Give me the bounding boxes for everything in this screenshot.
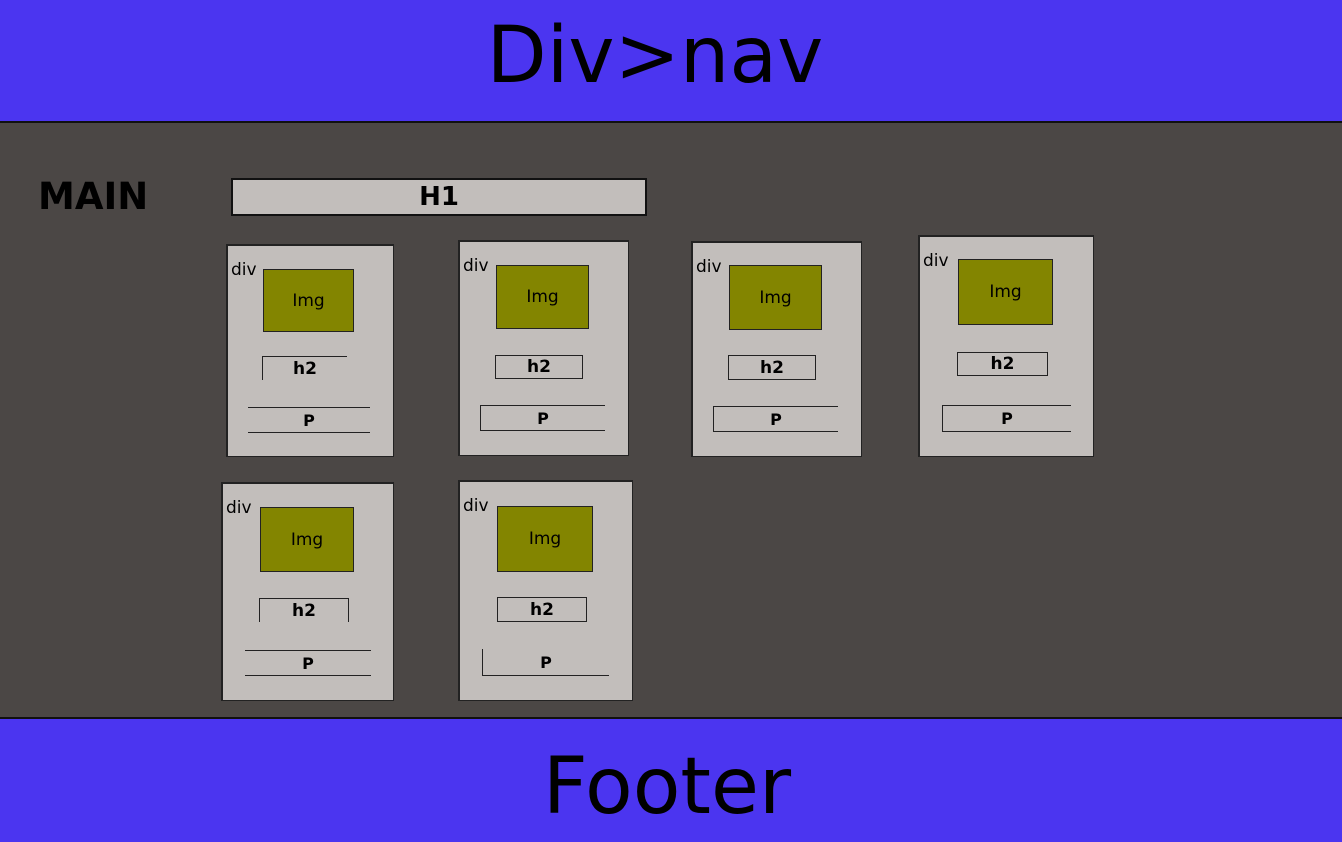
h2-box: h2 [262,356,347,380]
card: div Img h2 P [691,241,862,457]
main-label: MAIN [38,175,149,218]
card: div Img h2 P [458,240,629,456]
card-label: div [463,496,489,516]
h2-box: h2 [957,352,1048,376]
card: div Img h2 P [226,244,394,457]
img-box: Img [260,507,354,572]
main-area: MAIN H1 div Img h2 P div Img h2 P div Im… [0,123,1342,717]
h2-box: h2 [495,355,583,379]
card: div Img h2 P [458,480,633,701]
p-box: P [480,405,605,431]
p-box: P [248,407,370,433]
p-box: P [245,650,371,676]
img-box: Img [958,259,1053,325]
card-label: div [231,260,257,280]
card-label: div [463,256,489,276]
img-box: Img [497,506,593,572]
img-box: Img [263,269,354,332]
p-box: P [713,406,838,432]
header-nav: Div>nav [0,0,1342,123]
footer: Footer [0,717,1342,842]
h2-box: h2 [497,597,587,622]
h1-box: H1 [231,178,647,216]
card-label: div [696,257,722,277]
img-box: Img [729,265,822,330]
h2-box: h2 [259,598,349,622]
card: div Img h2 P [221,482,394,701]
card: div Img h2 P [918,235,1094,457]
header-title: Div>nav [486,10,824,101]
h2-box: h2 [728,355,816,380]
footer-title: Footer [542,741,792,832]
p-box: P [942,405,1071,432]
p-box: P [482,649,609,676]
card-label: div [923,251,949,271]
img-box: Img [496,265,589,329]
card-label: div [226,498,252,518]
